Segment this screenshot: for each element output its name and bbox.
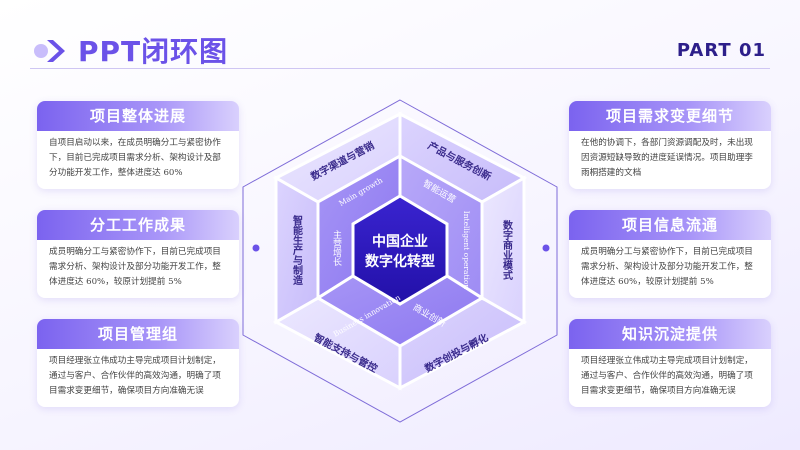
card-requirement-changes: 项目需求变更细节 在他的协调下，各部门资源调配及时，未出现因资源短缺导致的进度延… <box>569 101 771 189</box>
center-title-2: 数字化转型 <box>365 253 435 270</box>
card-title: 项目信息流通 <box>569 210 771 240</box>
card-title: 项目需求变更细节 <box>569 101 771 131</box>
card-project-progress: 项目整体进展 自项目启动以来，在成员明确分工与紧密协作下，目前已完成项目需求分析… <box>37 101 239 189</box>
card-title: 知识沉淀提供 <box>569 319 771 349</box>
outline-hexagon <box>242 99 558 423</box>
header-divider <box>30 68 770 69</box>
part-label: PART 01 <box>676 40 766 61</box>
card-body: 自项目启动以来，在成员明确分工与紧密协作下，目前已完成项目需求分析、架构设计及部… <box>49 138 221 178</box>
label-smart-ops-en: Intelligent operation <box>462 211 471 290</box>
card-body: 项目经理张立伟成功主导完成项目计划制定，通过与客户、合作伙伴的高效沟通，明确了项… <box>581 356 753 396</box>
card-management-group: 项目管理组 项目经理张立伟成功主导完成项目计划制定，通过与客户、合作伙伴的高效沟… <box>37 319 239 407</box>
center-title-1: 中国企业 <box>372 233 428 250</box>
card-title: 项目管理组 <box>37 319 239 349</box>
label-business-model: 数字商业模式 <box>501 219 513 281</box>
label-main-growth-cn: 主营增长 <box>331 229 342 267</box>
card-info-flow: 项目信息流通 成员明确分工与紧密协作下，目前已完成项目需求分析、架构设计及部分功… <box>569 210 771 298</box>
logo-chevron-icon <box>34 40 65 62</box>
page-title: PPT闭环图 <box>78 35 229 68</box>
card-division-results: 分工工作成果 成员明确分工与紧密协作下，目前已完成项目需求分析、架构设计及部分功… <box>37 210 239 298</box>
card-body: 在他的协调下，各部门资源调配及时，未出现因资源短缺导致的进度延误情况。项目助理李… <box>581 138 753 178</box>
card-title: 项目整体进展 <box>37 101 239 131</box>
card-body: 项目经理张立伟成功主导完成项目计划制定，通过与客户、合作伙伴的高效沟通，明确了项… <box>49 356 221 396</box>
card-body: 成员明确分工与紧密协作下，目前已完成项目需求分析、架构设计及部分功能开发工作，整… <box>581 247 753 287</box>
label-smart-manufacturing: 智能生产与制造 <box>291 214 303 286</box>
hexagon-diagram: 中国企业 数字化转型 数字渠道与营销 产品与服务创新 数字商业模式 数字创投与孵… <box>242 99 558 423</box>
card-title: 分工工作成果 <box>37 210 239 240</box>
card-body: 成员明确分工与紧密协作下，目前已完成项目需求分析、架构设计及部分功能开发工作，整… <box>49 247 221 287</box>
outline-dot <box>252 244 260 252</box>
center-hexagon <box>351 194 449 306</box>
outline-dot <box>542 244 550 252</box>
card-knowledge: 知识沉淀提供 项目经理张立伟成功主导完成项目计划制定，通过与客户、合作伙伴的高效… <box>569 319 771 407</box>
